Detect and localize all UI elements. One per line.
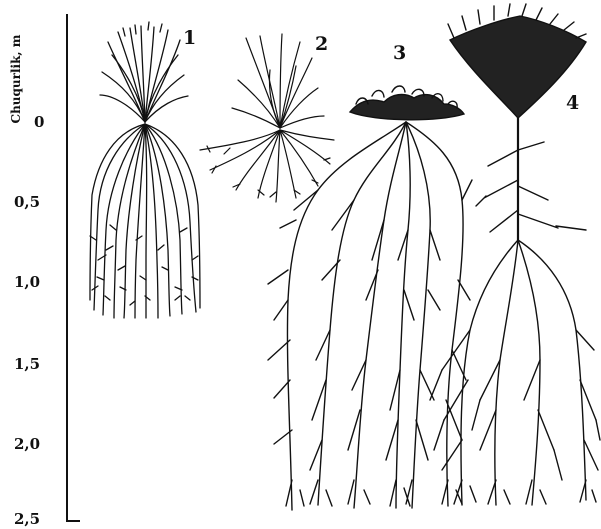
plant-3-illustration [268, 86, 472, 510]
plant-1-illustration [90, 22, 200, 318]
plant-2-illustration [200, 34, 334, 202]
plant-4-illustration [430, 4, 600, 505]
